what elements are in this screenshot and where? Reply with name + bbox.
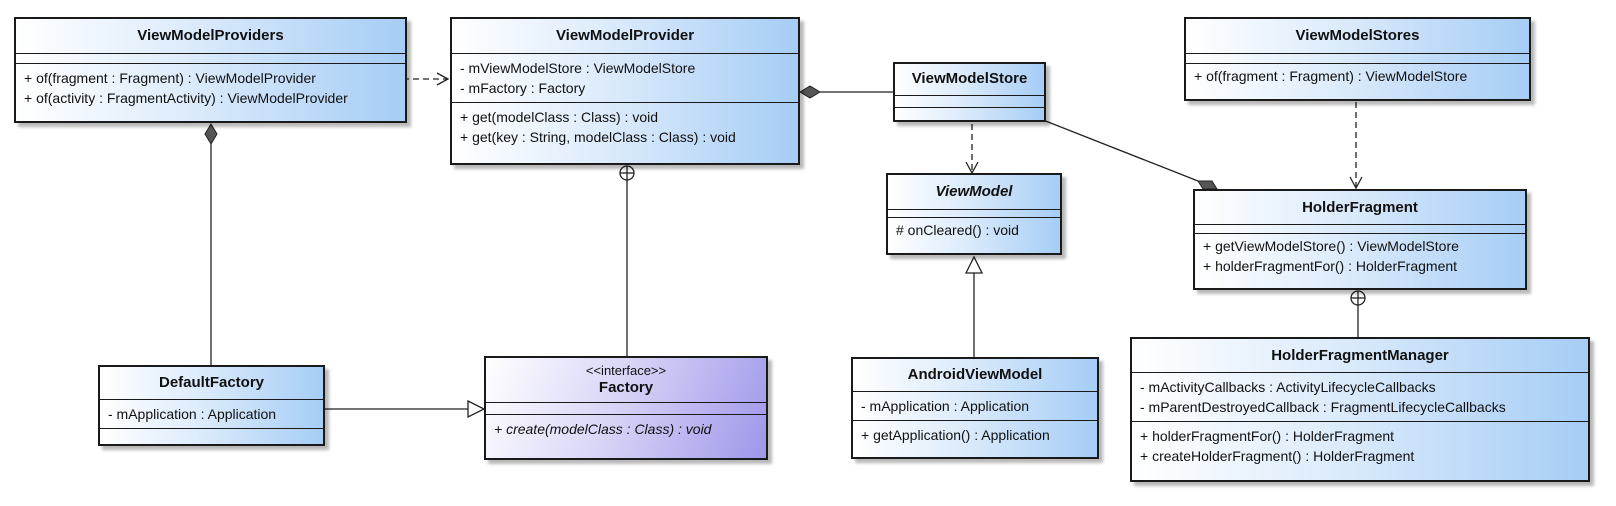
edge-store-to-viewmodel [965,124,979,175]
edge-defaultfactory-realizes-factory [325,399,486,419]
operation: + get(key : String, modelClass : Class) … [460,129,736,145]
attributes-compartment [16,54,405,64]
operation: + holderFragmentFor() : HolderFragment [1203,258,1458,274]
class-header: DefaultFactory [100,367,323,400]
attributes-compartment [888,210,1060,218]
class-android-view-model[interactable]: AndroidViewModel - mApplication : Applic… [851,357,1099,459]
operations-compartment: + get(modelClass : Class) : void + get(k… [452,103,798,151]
class-header: ViewModel [888,175,1060,210]
class-view-model-stores[interactable]: ViewModelStores + of(fragment : Fragment… [1184,17,1531,101]
class-name: HolderFragment [1302,199,1418,216]
operations-compartment: + create(modelClass : Class) : void [486,415,766,443]
class-header: ViewModelStores [1186,19,1529,54]
operations-compartment [100,429,323,443]
class-view-model-providers[interactable]: ViewModelProviders + of(fragment : Fragm… [14,17,407,123]
class-view-model[interactable]: ViewModel # onCleared() : void [886,173,1062,255]
class-header: HolderFragmentManager [1132,339,1588,373]
class-name: Factory [598,379,654,396]
operation: + get(modelClass : Class) : void [460,109,659,125]
class-header: AndroidViewModel [853,359,1097,392]
operations-compartment: # onCleared() : void [888,218,1060,244]
edge-provider-nests-factory [619,165,635,356]
edge-store-to-holderfragment [1042,119,1218,190]
class-header: ViewModelStore [895,64,1044,96]
class-name: AndroidViewModel [907,366,1043,383]
class-header: ViewModelProvider [452,19,798,54]
operation: + holderFragmentFor() : HolderFragment [1140,428,1395,444]
operation: + of(fragment : Fragment) : ViewModelPro… [24,70,316,86]
operations-compartment: + of(fragment : Fragment) : ViewModelSto… [1186,64,1529,90]
attribute: - mActivityCallbacks : ActivityLifecycle… [1140,379,1436,395]
attributes-compartment: - mViewModelStore : ViewModelStore - mFa… [452,54,798,103]
edge-provider-to-store [799,85,893,99]
attributes-compartment: - mActivityCallbacks : ActivityLifecycle… [1132,373,1588,422]
attribute: - mApplication : Application [108,406,277,422]
attribute: - mFactory : Factory [460,80,586,96]
interface-stereotype: <<interface>> [585,363,667,378]
class-name: ViewModelStore [911,70,1028,87]
attributes-compartment [1195,225,1525,234]
operations-compartment: + getViewModelStore() : ViewModelStore +… [1195,234,1525,280]
operations-compartment [895,108,1044,120]
operations-compartment: + of(fragment : Fragment) : ViewModelPro… [16,64,405,112]
class-name: HolderFragmentManager [1271,347,1449,364]
class-name: ViewModel [935,183,1013,200]
attribute: - mViewModelStore : ViewModelStore [460,60,696,76]
class-view-model-store[interactable]: ViewModelStore [893,62,1046,122]
class-holder-fragment-manager[interactable]: HolderFragmentManager - mActivityCallbac… [1130,337,1590,482]
attributes-compartment: - mApplication : Application [100,400,323,429]
attribute: - mParentDestroyedCallback : FragmentLif… [1140,399,1506,415]
class-header: <<interface>> Factory [486,358,766,403]
class-factory-interface[interactable]: <<interface>> Factory + create(modelClas… [484,356,768,460]
class-holder-fragment[interactable]: HolderFragment + getViewModelStore() : V… [1193,189,1527,290]
operation: + create(modelClass : Class) : void [494,421,712,437]
operation: + getApplication() : Application [861,427,1050,443]
operation: + getViewModelStore() : ViewModelStore [1203,238,1459,254]
edge-holderfragment-nests-manager [1350,290,1366,337]
class-name: DefaultFactory [158,374,265,391]
operation: + createHolderFragment() : HolderFragmen… [1140,448,1415,464]
operation: + of(fragment : Fragment) : ViewModelSto… [1194,68,1468,84]
attributes-compartment [1186,54,1529,64]
class-name: ViewModelProviders [137,27,284,44]
operations-compartment: + getApplication() : Application [853,421,1097,449]
operation: + of(activity : FragmentActivity) : View… [24,90,348,106]
class-header: ViewModelProviders [16,19,405,54]
class-view-model-provider[interactable]: ViewModelProvider - mViewModelStore : Vi… [450,17,800,165]
edge-stores-to-holderfragment [1349,102,1363,190]
operation: # onCleared() : void [896,222,1019,238]
edge-providers-to-defaultfactory [204,123,218,365]
edge-providers-to-provider [403,72,450,86]
attributes-compartment: - mApplication : Application [853,392,1097,421]
attribute: - mApplication : Application [861,398,1030,414]
class-default-factory[interactable]: DefaultFactory - mApplication : Applicat… [98,365,325,446]
class-name: ViewModelProvider [555,27,695,44]
attributes-compartment [895,96,1044,108]
attributes-compartment [486,403,766,415]
class-name: ViewModelStores [1295,27,1420,44]
operations-compartment: + holderFragmentFor() : HolderFragment +… [1132,422,1588,470]
edge-androidviewmodel-extends-viewmodel [964,255,984,357]
class-header: HolderFragment [1195,191,1525,225]
